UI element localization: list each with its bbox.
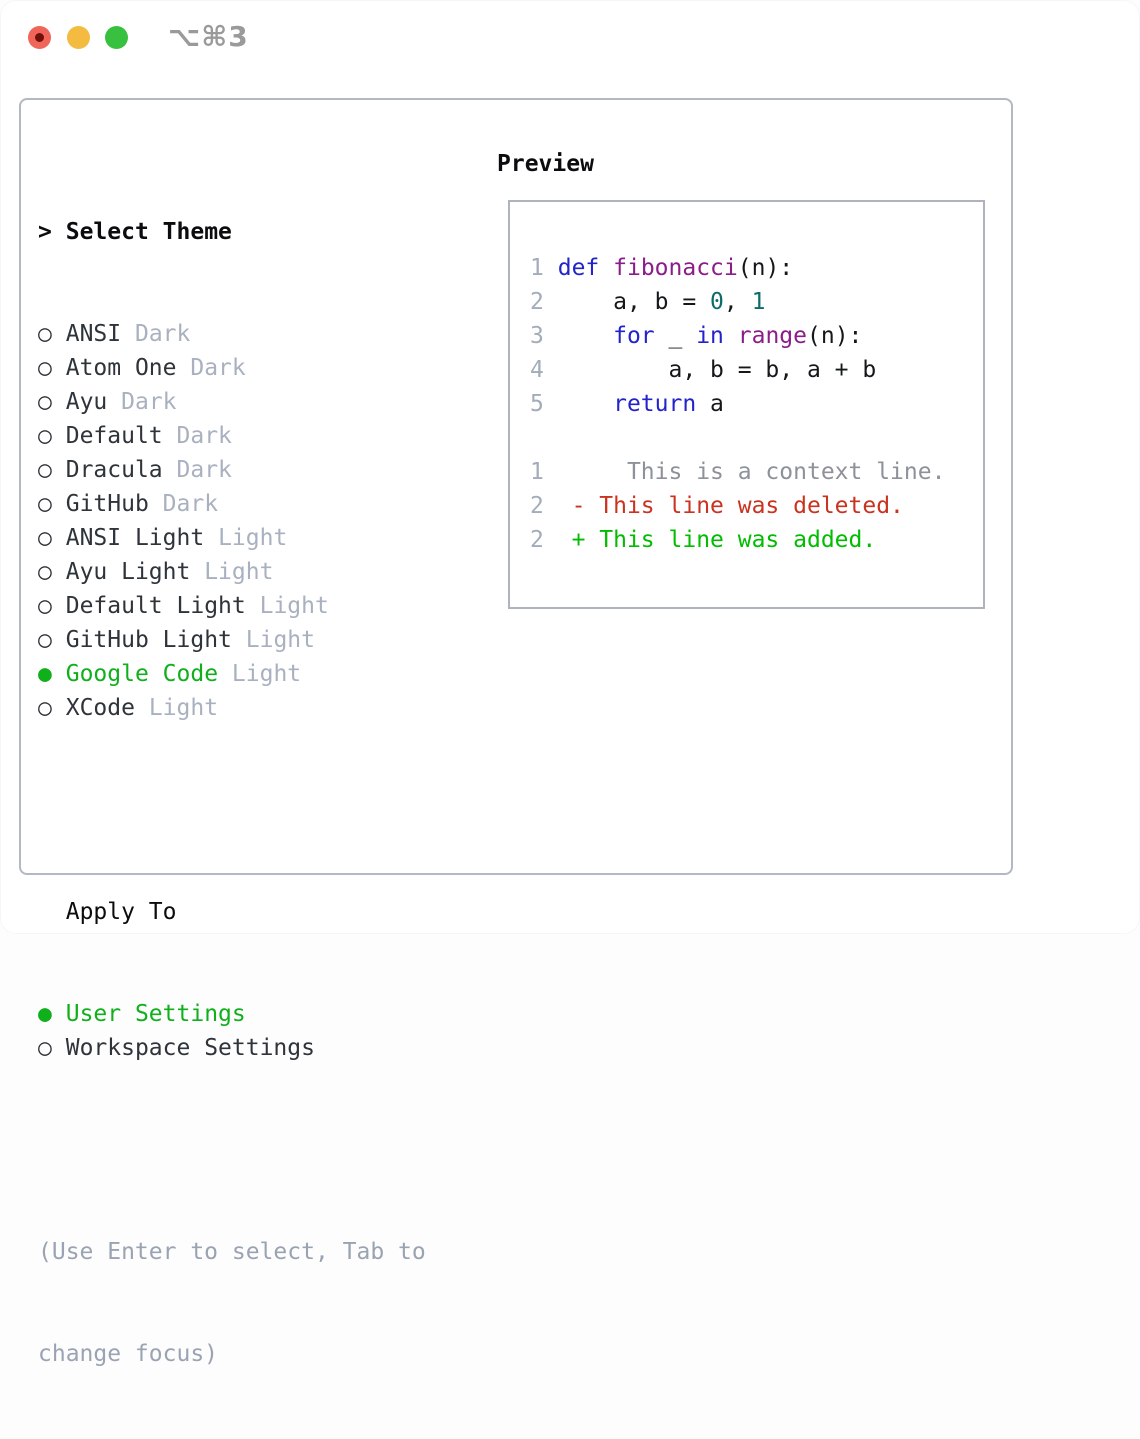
radio-unselected-icon: ○ — [38, 559, 52, 585]
theme-name: Ayu Light — [65, 559, 191, 585]
theme-name: Dracula — [65, 457, 163, 483]
app-window: ⌥⌘3 > Select Theme ○ ANSI Dark○ Atom One… — [19, 20, 1013, 1367]
radio-selected-icon: ● — [38, 1001, 52, 1027]
theme-variant-tag: Light — [259, 593, 329, 619]
theme-option-ayu[interactable]: ○ Ayu Dark — [38, 385, 426, 419]
theme-option-dracula[interactable]: ○ Dracula Dark — [38, 453, 426, 487]
theme-variant-tag: Light — [231, 661, 302, 687]
theme-option-github-light[interactable]: ○ GitHub Light Light — [38, 623, 426, 657]
radio-unselected-icon: ○ — [38, 491, 52, 517]
apply-option-workspace-settings[interactable]: ○ Workspace Settings — [38, 1031, 426, 1065]
spacer — [38, 793, 426, 827]
diff-text: This is a context line. — [557, 459, 946, 485]
theme-variant-tag: Dark — [162, 491, 219, 517]
focus-caret-icon: > — [38, 219, 52, 245]
radio-unselected-icon: ○ — [38, 525, 52, 551]
radio-unselected-icon: ○ — [38, 355, 52, 381]
theme-name: GitHub Light — [65, 627, 232, 653]
radio-selected-icon: ● — [38, 661, 52, 687]
apply-to-title: Apply To — [65, 899, 177, 925]
theme-name: Default Light — [65, 593, 246, 619]
theme-section: > Select Theme ○ ANSI Dark○ Atom One Dar… — [38, 147, 426, 1439]
apply-to-list: ● User Settings○ Workspace Settings — [38, 997, 426, 1065]
radio-unselected-icon: ○ — [38, 627, 52, 653]
line-number: 4 — [530, 357, 544, 383]
diff-line-added: 2 + This line was added. — [530, 523, 945, 557]
apply-option-name: User Settings — [65, 1001, 246, 1027]
radio-unselected-icon: ○ — [38, 389, 52, 415]
theme-name: XCode — [65, 695, 135, 721]
code-line: 4 a, b = b, a + b — [530, 357, 877, 383]
line-number: 1 — [530, 459, 544, 485]
theme-name: ANSI Light — [65, 525, 205, 551]
radio-unselected-icon: ○ — [38, 457, 52, 483]
apply-option-user-settings[interactable]: ● User Settings — [38, 997, 426, 1031]
theme-list: ○ ANSI Dark○ Atom One Dark○ Ayu Dark○ De… — [38, 317, 426, 725]
theme-variant-tag: Light — [218, 525, 288, 551]
select-theme-title: Select Theme — [65, 219, 232, 245]
theme-name: Default — [65, 423, 163, 449]
theme-option-default-light[interactable]: ○ Default Light Light — [38, 589, 426, 623]
line-number: 2 — [530, 493, 544, 519]
line-number: 1 — [530, 255, 544, 281]
apply-to-indent — [38, 899, 52, 925]
blank-line — [530, 421, 945, 455]
theme-option-xcode[interactable]: ○ XCode Light — [38, 691, 426, 725]
apply-to-header: Apply To — [38, 895, 426, 929]
diff-text: - This line was deleted. — [557, 493, 904, 519]
theme-name: Ayu — [65, 389, 108, 415]
theme-variant-tag: Dark — [134, 321, 191, 347]
theme-option-ansi[interactable]: ○ ANSI Dark — [38, 317, 426, 351]
radio-unselected-icon: ○ — [38, 1035, 52, 1061]
theme-variant-tag: Light — [148, 695, 219, 721]
theme-option-ansi-light[interactable]: ○ ANSI Light Light — [38, 521, 426, 555]
theme-variant-tag: Dark — [190, 355, 246, 381]
radio-unselected-icon: ○ — [38, 423, 52, 449]
preview-title: Preview — [497, 151, 594, 177]
theme-variant-tag: Light — [245, 627, 315, 653]
line-number: 2 — [530, 527, 544, 553]
theme-name: ANSI — [65, 321, 122, 347]
diff-text: + This line was added. — [557, 527, 877, 553]
theme-option-google-code[interactable]: ● Google Code Light — [38, 657, 426, 691]
preview-box: 1 def fibonacci(n): 2 a, b = 0, 1 3 for _ … — [508, 200, 985, 609]
theme-option-ayu-light[interactable]: ○ Ayu Light Light — [38, 555, 426, 589]
window-shortcut-label: ⌥⌘3 — [168, 20, 249, 53]
theme-option-github[interactable]: ○ GitHub Dark — [38, 487, 426, 521]
theme-option-default[interactable]: ○ Default Dark — [38, 419, 426, 453]
theme-name: Google Code — [65, 661, 219, 687]
theme-variant-tag: Dark — [121, 389, 177, 415]
apply-option-name: Workspace Settings — [65, 1035, 315, 1061]
code-line: 1 def fibonacci(n): — [530, 255, 794, 281]
theme-name: Atom One — [65, 355, 177, 381]
diff-line-context: 1 This is a context line. — [530, 455, 945, 489]
theme-option-atom-one[interactable]: ○ Atom One Dark — [38, 351, 426, 385]
code-line: 2 a, b = 0, 1 — [530, 289, 766, 315]
select-theme-header: > Select Theme — [38, 215, 426, 249]
line-number: 5 — [530, 391, 544, 417]
theme-variant-tag: Dark — [176, 457, 232, 483]
theme-name: GitHub — [65, 491, 149, 517]
help-text-line-1: (Use Enter to select, Tab to — [38, 1239, 426, 1265]
zoom-button[interactable] — [105, 26, 128, 49]
diff-line-deleted: 2 - This line was deleted. — [530, 489, 945, 523]
preview-code: 1 def fibonacci(n): 2 a, b = 0, 1 3 for _ … — [530, 251, 945, 557]
help-text-line-2: change focus) — [38, 1341, 219, 1367]
code-line: 3 for _ in range(n): — [530, 323, 863, 349]
line-number: 3 — [530, 323, 544, 349]
theme-variant-tag: Dark — [176, 423, 232, 449]
radio-unselected-icon: ○ — [38, 321, 52, 347]
unsaved-indicator-dot — [35, 33, 44, 42]
line-number: 2 — [530, 289, 544, 315]
radio-unselected-icon: ○ — [38, 695, 52, 721]
code-line: 5 return a — [530, 391, 724, 417]
minimize-button[interactable] — [67, 26, 90, 49]
theme-variant-tag: Light — [204, 559, 274, 585]
spacer — [38, 1133, 426, 1167]
radio-unselected-icon: ○ — [38, 593, 52, 619]
close-button[interactable] — [28, 26, 51, 49]
